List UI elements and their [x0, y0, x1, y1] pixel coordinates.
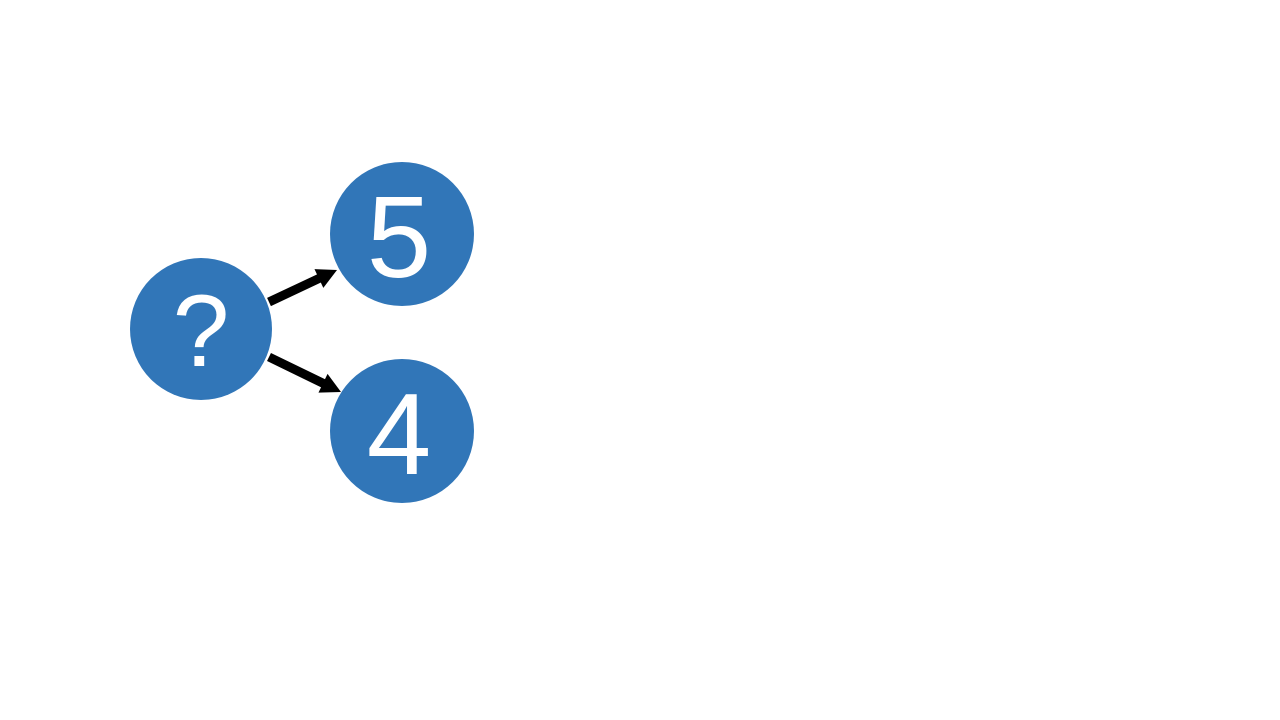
node-label: ? — [173, 274, 230, 388]
arrowhead-icon — [314, 269, 337, 288]
node-label: 4 — [367, 369, 432, 499]
node-circle[interactable] — [330, 359, 474, 503]
graph-node[interactable]: 5 — [330, 162, 474, 306]
edge-line — [267, 352, 327, 389]
graph-node[interactable]: ? — [130, 258, 272, 400]
edges-layer — [267, 269, 341, 393]
arrowhead-icon — [318, 373, 341, 393]
node-circle[interactable] — [130, 258, 272, 400]
edge-arrow — [267, 352, 341, 393]
node-label: 5 — [367, 172, 432, 302]
nodes-layer: ? 5 4 — [130, 162, 474, 503]
graph-node[interactable]: 4 — [330, 359, 474, 503]
node-circle[interactable] — [330, 162, 474, 306]
edge-line — [267, 273, 323, 307]
edge-arrow — [267, 269, 337, 307]
